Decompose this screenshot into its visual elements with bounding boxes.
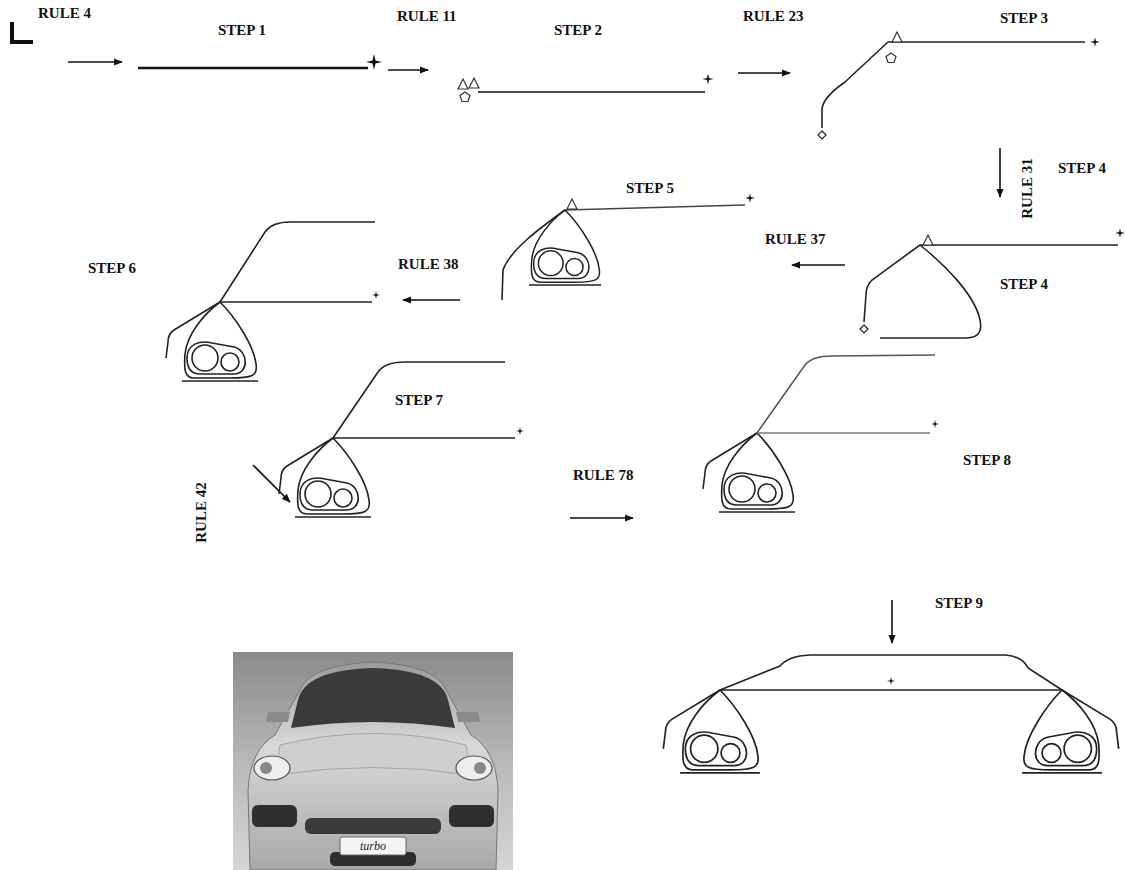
car-photo	[233, 652, 513, 870]
rule-label: RULE 78	[573, 467, 633, 484]
step-label: STEP 4	[1058, 160, 1106, 177]
rule-label: RULE 4	[38, 5, 91, 22]
step-label: STEP 1	[218, 22, 266, 39]
step-label: STEP 3	[1000, 10, 1048, 27]
rule-label: RULE 38	[398, 256, 458, 273]
rule-label: RULE 31	[1019, 158, 1036, 218]
step-label: STEP 6	[88, 260, 136, 277]
rule-label: RULE 11	[397, 8, 457, 25]
step-label: STEP 2	[554, 22, 602, 39]
step-label: STEP 5	[626, 180, 674, 197]
step-label: STEP 7	[395, 392, 443, 409]
step-label: STEP 4	[1000, 276, 1048, 293]
rule-label: RULE 42	[193, 482, 210, 542]
step-label: STEP 9	[935, 595, 983, 612]
rule-label: RULE 37	[765, 231, 825, 248]
rule-label: RULE 23	[743, 8, 803, 25]
step-label: STEP 8	[963, 452, 1011, 469]
plate-text: turbo	[360, 840, 386, 853]
